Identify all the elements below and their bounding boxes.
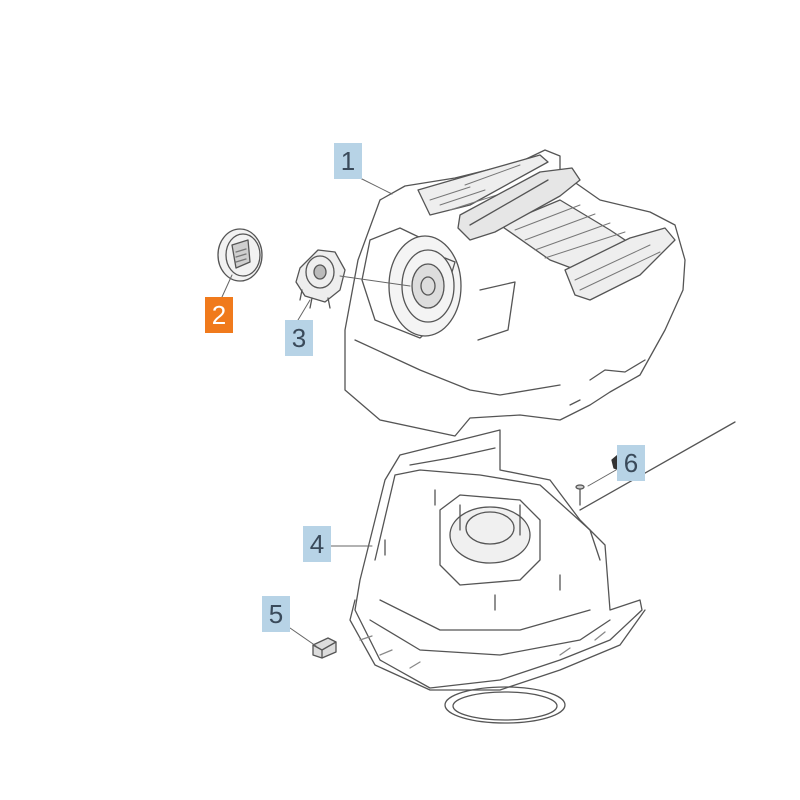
leader-lines <box>221 177 617 647</box>
callout-6[interactable]: 6 <box>617 445 645 481</box>
rotary-switch[interactable] <box>295 249 346 309</box>
callout-5[interactable]: 5 <box>262 596 290 632</box>
small-connector-part[interactable] <box>312 637 337 659</box>
callout-4[interactable]: 4 <box>303 526 331 562</box>
motor-head-cover[interactable] <box>344 149 686 437</box>
rotary-knob[interactable] <box>217 228 263 282</box>
gasket-ring <box>444 686 566 724</box>
motor-housing[interactable] <box>349 429 646 691</box>
cable-line <box>579 421 736 511</box>
callout-2-selected[interactable]: 2 <box>205 297 233 333</box>
callout-3[interactable]: 3 <box>285 320 313 356</box>
callout-1[interactable]: 1 <box>334 143 362 179</box>
